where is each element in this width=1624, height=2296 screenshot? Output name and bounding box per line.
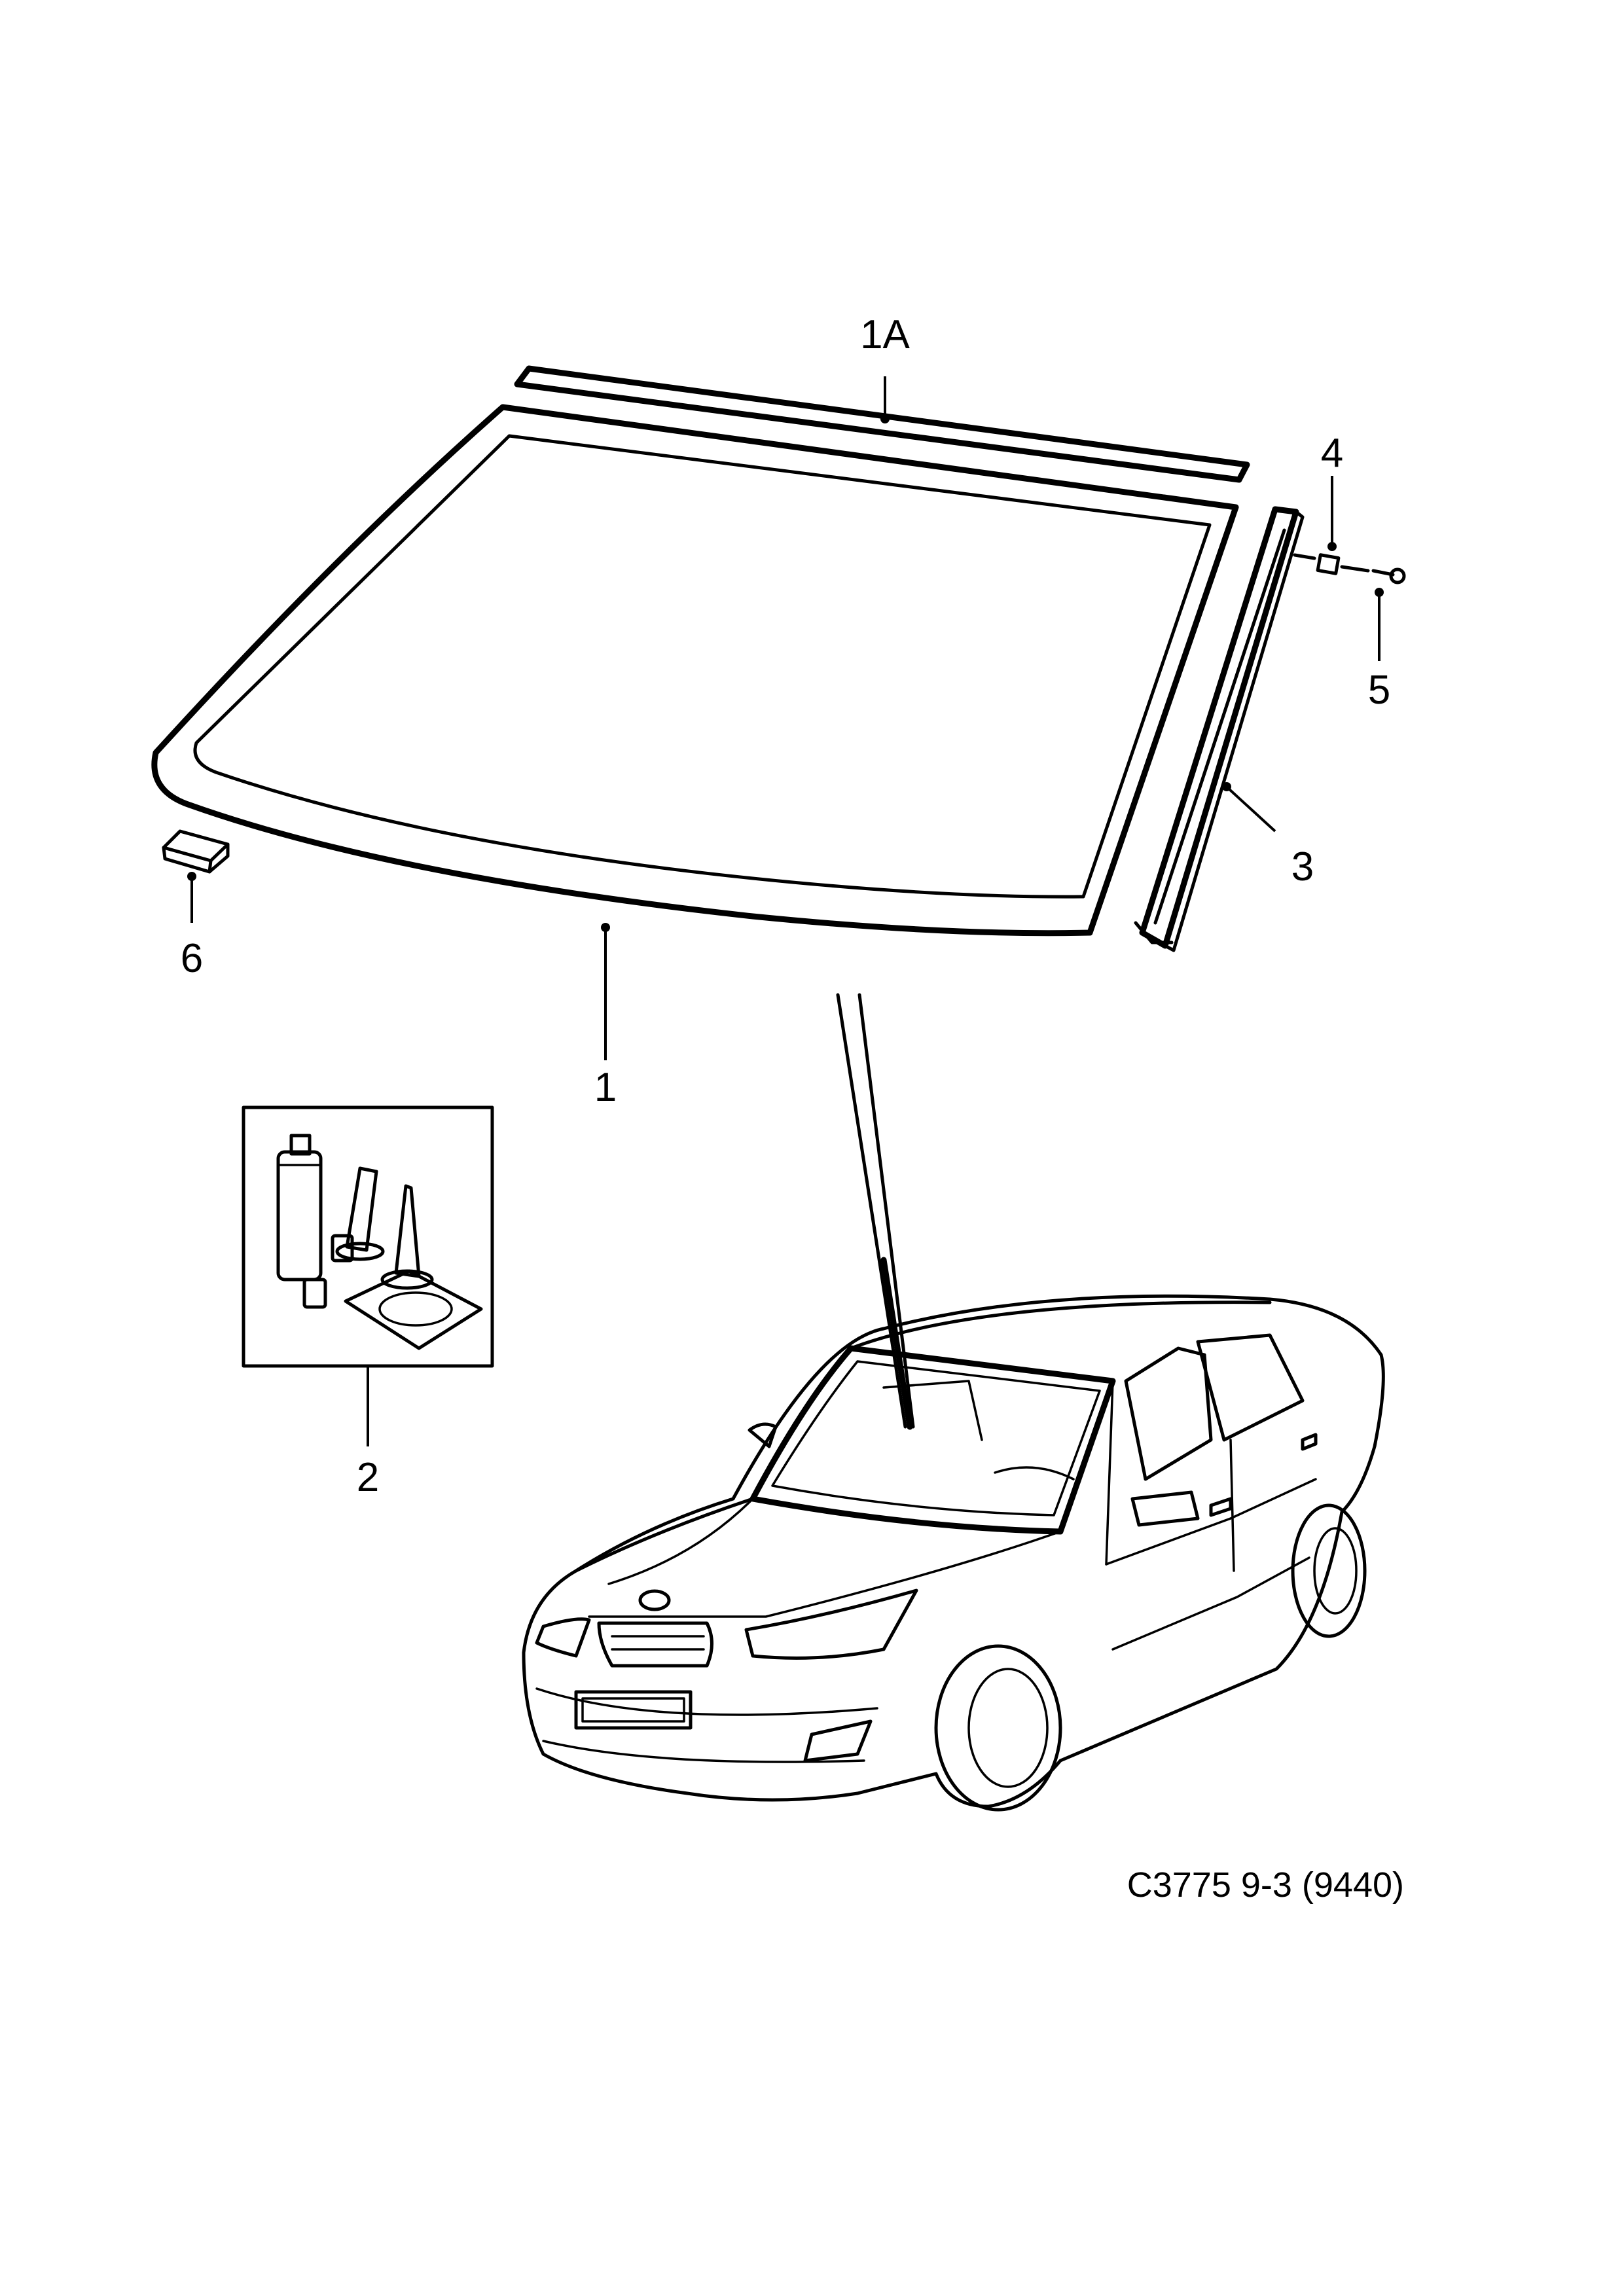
callout-2: 2	[357, 1455, 379, 1500]
callout-1a: 1A	[860, 312, 910, 357]
part-3-side-moulding: 3	[1134, 506, 1314, 952]
part-6-spacer: 6	[162, 829, 230, 981]
car-illustration	[522, 1294, 1385, 1812]
part-2-adhesive-kit: 2	[242, 1105, 494, 1500]
diagram-caption: C3775 9-3 (9440)	[1127, 1865, 1404, 1905]
part-4-clip: 4	[1293, 431, 1370, 575]
part-1-windshield: 1	[151, 404, 1239, 1110]
callout-4: 4	[1321, 431, 1343, 476]
windshield-pointer	[836, 993, 915, 1430]
part-1a-upper-strip: 1A	[514, 312, 1250, 483]
callout-3: 3	[1291, 844, 1314, 889]
part-5-screw: 5	[1368, 567, 1406, 713]
callout-6: 6	[181, 936, 203, 981]
callout-1: 1	[594, 1065, 617, 1110]
callout-5: 5	[1368, 668, 1390, 713]
